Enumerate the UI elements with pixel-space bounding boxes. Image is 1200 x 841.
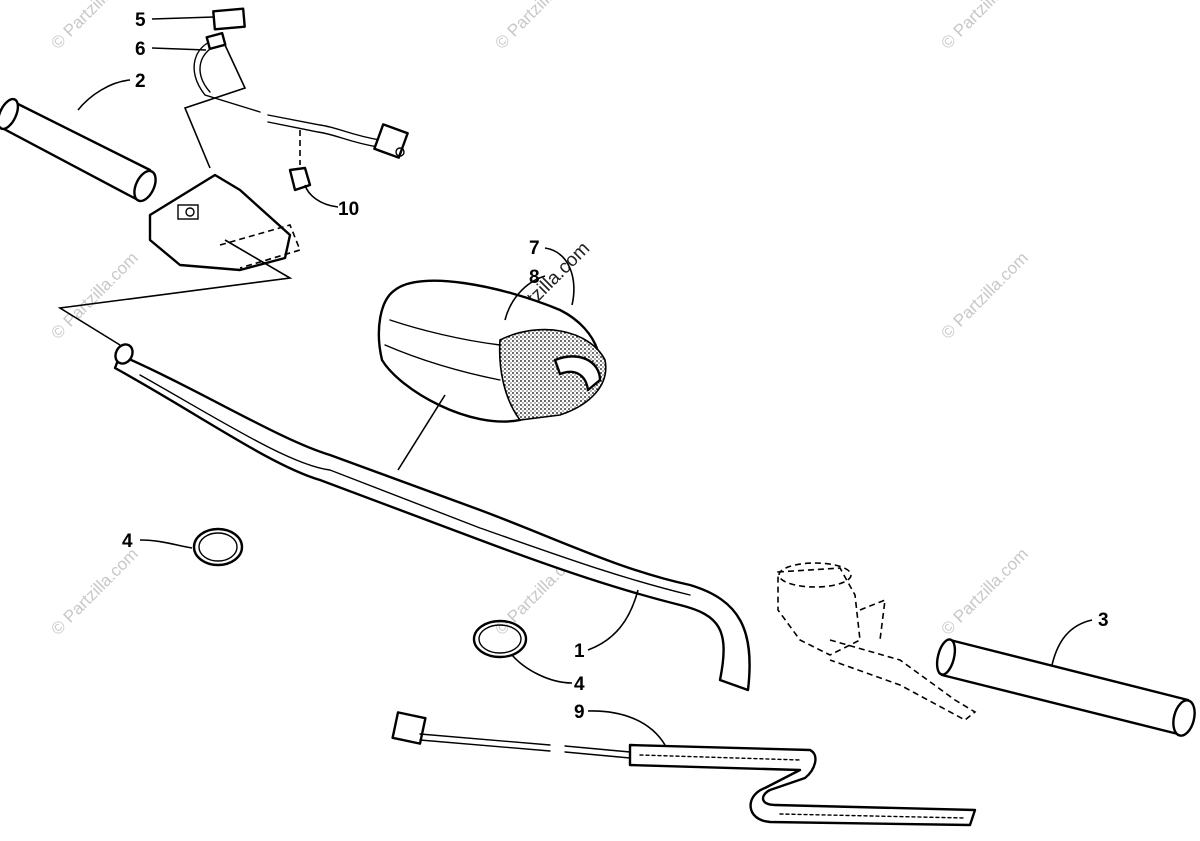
watermark: © Partzilla.com: [937, 544, 1031, 638]
master-cylinder: [777, 562, 977, 721]
clamp-lower: [472, 619, 528, 659]
handlebar: [113, 343, 751, 692]
left-grip: [0, 97, 157, 203]
pad: [212, 7, 246, 31]
callout-3: 3: [1098, 610, 1109, 631]
callouts: 5 6 2 10 7 8 4 3 1 4 9: [122, 10, 1109, 723]
callout-1: 1: [574, 641, 585, 662]
callout-2: 2: [135, 71, 146, 92]
callout-6: 6: [135, 39, 146, 60]
clip: [288, 130, 312, 192]
clamp-upper: [192, 527, 244, 567]
callout-4b: 4: [574, 674, 585, 695]
wiring-harness-left: [183, 31, 409, 169]
leader-lines: [77, 16, 1093, 746]
right-grip: [935, 638, 1196, 737]
watermark: © Partzilla.com: [47, 544, 141, 638]
callout-9: 9: [574, 702, 585, 723]
heating-element: [391, 711, 977, 827]
callout-4a: 4: [122, 531, 133, 552]
callout-7: 7: [529, 238, 540, 259]
watermark: © Partzilla.com: [937, 248, 1031, 342]
switch-housing: [57, 173, 302, 346]
watermark: © Partzilla.com: [491, 0, 585, 53]
callout-10: 10: [338, 199, 359, 220]
callout-5: 5: [135, 10, 146, 31]
callout-8: 8: [529, 267, 540, 288]
handlebar-pad: [377, 279, 607, 471]
watermark: © Partzilla.com: [937, 0, 1031, 53]
watermark: © Partzilla.com: [47, 0, 141, 53]
